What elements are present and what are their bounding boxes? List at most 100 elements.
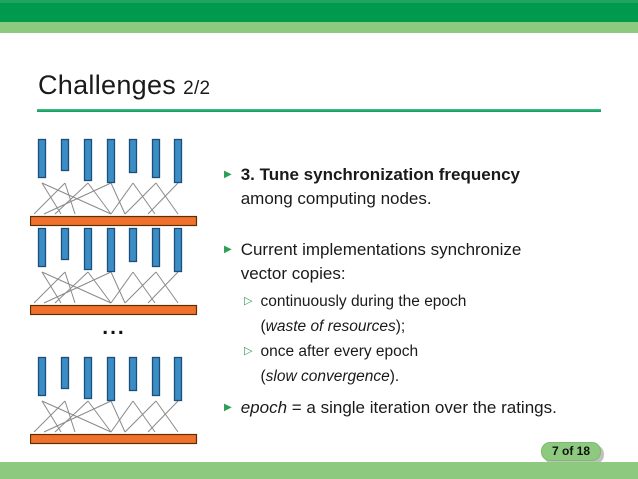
vector-bar bbox=[106, 356, 116, 402]
page-indicator: 7 of 18 bbox=[540, 442, 601, 461]
shuffle-line bbox=[41, 182, 62, 215]
shuffle-line bbox=[110, 400, 126, 433]
shuffle-line bbox=[64, 182, 76, 215]
sub-1-paren-open: ( bbox=[260, 318, 266, 335]
bullet-3-rest: = a single iteration over the ratings. bbox=[287, 398, 557, 417]
sub-bullet-1-text: continuously during the epoch (waste of … bbox=[260, 289, 466, 339]
shuffle-line bbox=[33, 182, 66, 215]
shuffle-line bbox=[54, 400, 89, 433]
network-layer-group-3 bbox=[30, 356, 198, 445]
sub-1-line1: continuously during the epoch bbox=[260, 293, 467, 310]
shuffle-line bbox=[87, 271, 112, 304]
page-title: Challenges 2/2 bbox=[38, 70, 210, 101]
node-platform-bar bbox=[30, 433, 198, 445]
sub-2-emphasis: slow convergence bbox=[265, 368, 390, 385]
shuffle-line bbox=[64, 400, 76, 433]
sub-1-paren-close: ); bbox=[395, 318, 406, 335]
shuffle-line bbox=[147, 271, 179, 304]
vector-bar bbox=[83, 227, 93, 271]
shuffle-line bbox=[54, 182, 89, 215]
header-bar-light bbox=[0, 22, 638, 33]
shuffle-line bbox=[147, 182, 179, 215]
vector-bar bbox=[37, 356, 47, 397]
shuffle-line bbox=[155, 271, 179, 304]
shuffle-line bbox=[132, 271, 156, 304]
shuffle-line bbox=[155, 182, 179, 215]
open-triangle-bullet-icon: ▷ bbox=[244, 345, 253, 357]
shuffle-line bbox=[110, 400, 134, 433]
shuffle-line bbox=[43, 271, 112, 304]
vector-bar bbox=[37, 138, 47, 179]
shuffle-line bbox=[87, 182, 112, 215]
vector-bar bbox=[60, 356, 70, 390]
open-triangle-bullet-icon: ▷ bbox=[244, 295, 253, 307]
bullet-list: ▶ 3. Tune synchronization frequency amon… bbox=[224, 163, 628, 420]
footer-bar bbox=[0, 462, 638, 479]
vector-bar bbox=[151, 227, 161, 268]
bullet-item-3: ▶ epoch = a single iteration over the ra… bbox=[224, 396, 628, 420]
diagram-ellipsis: ... bbox=[102, 316, 126, 339]
shuffle-line bbox=[41, 271, 62, 304]
vector-bar bbox=[83, 356, 93, 400]
vector-bar bbox=[151, 356, 161, 397]
shuffle-line bbox=[147, 400, 179, 433]
vector-bar bbox=[60, 227, 70, 261]
triangle-bullet-icon: ▶ bbox=[224, 244, 232, 255]
shuffle-line bbox=[110, 182, 134, 215]
bullet-3-emphasis: epoch bbox=[240, 398, 288, 417]
page-title-suffix: 2/2 bbox=[183, 78, 211, 99]
title-rule bbox=[37, 109, 601, 112]
sub-bullet-item-2: ▷ once after every epoch (slow convergen… bbox=[244, 339, 628, 389]
vector-bar bbox=[106, 138, 116, 184]
sub-2-paren-open: ( bbox=[260, 368, 266, 385]
vector-bar bbox=[173, 227, 183, 273]
node-platform-bar bbox=[30, 304, 198, 316]
shuffle-line bbox=[87, 400, 112, 433]
shuffle-line bbox=[124, 271, 157, 304]
sub-2-line1: once after every epoch bbox=[260, 343, 419, 360]
vector-bar bbox=[128, 227, 138, 263]
sub-bullet-list: ▷ continuously during the epoch (waste o… bbox=[244, 289, 628, 389]
bullet-item-1-text: 3. Tune synchronization frequency among … bbox=[241, 163, 520, 211]
vector-bar bbox=[106, 227, 116, 273]
bullet-2-line1: Current implementations synchronize bbox=[240, 240, 522, 259]
vector-bar bbox=[151, 138, 161, 179]
vector-bar bbox=[60, 138, 70, 172]
shuffle-line bbox=[132, 182, 156, 215]
header-top-strip bbox=[0, 0, 638, 3]
sub-2-paren-close: ). bbox=[389, 368, 400, 385]
bullet-1-bold-line: 3. Tune synchronization frequency bbox=[240, 165, 520, 184]
triangle-bullet-icon: ▶ bbox=[224, 402, 232, 413]
vector-bar bbox=[128, 138, 138, 174]
vector-bar bbox=[173, 138, 183, 184]
shuffle-line bbox=[64, 271, 76, 304]
sub-1-emphasis: waste of resources bbox=[265, 318, 396, 335]
shuffle-line bbox=[33, 271, 66, 304]
shuffle-line bbox=[33, 400, 66, 433]
network-layer-group-1 bbox=[30, 138, 198, 227]
bullet-item-1: ▶ 3. Tune synchronization frequency amon… bbox=[224, 163, 628, 211]
sub-bullet-item-1: ▷ continuously during the epoch (waste o… bbox=[244, 289, 628, 339]
shuffle-line bbox=[41, 400, 62, 433]
bullet-1-line2: among computing nodes. bbox=[240, 189, 432, 208]
sub-bullet-2-text: once after every epoch (slow convergence… bbox=[260, 339, 418, 389]
shuffle-line bbox=[54, 271, 89, 304]
vector-bar bbox=[83, 138, 93, 182]
vector-bar bbox=[128, 356, 138, 392]
shuffle-line bbox=[155, 400, 179, 433]
page-title-text: Challenges bbox=[38, 70, 177, 100]
network-layer-group-2 bbox=[30, 227, 198, 316]
header-bar-dark bbox=[0, 3, 638, 22]
node-platform-bar bbox=[30, 215, 198, 227]
bullet-item-2: ▶ Current implementations synchronize ve… bbox=[224, 238, 628, 286]
shuffle-line bbox=[110, 271, 134, 304]
network-diagram: ... bbox=[30, 0, 200, 479]
vector-bar bbox=[37, 227, 47, 268]
shuffle-line bbox=[43, 182, 112, 215]
bullet-item-2-text: Current implementations synchronize vect… bbox=[241, 238, 522, 286]
bullet-2-line2: vector copies: bbox=[240, 264, 346, 283]
bullet-item-3-text: epoch = a single iteration over the rati… bbox=[241, 396, 557, 420]
shuffle-line bbox=[124, 400, 157, 433]
shuffle-line bbox=[132, 400, 156, 433]
